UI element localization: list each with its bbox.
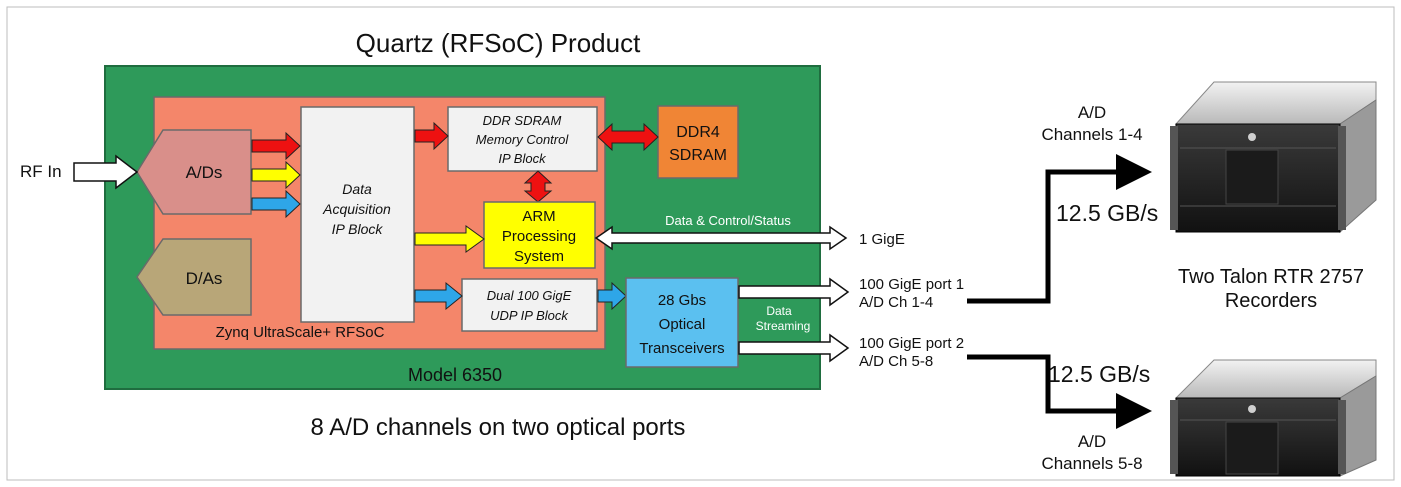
port1-line-2: A/D Ch 1-4 [859, 294, 933, 311]
rf-in-arrow [73, 154, 139, 190]
optical-line-1: 28 Gbs [658, 292, 706, 309]
ddr-control-line-2: Memory Control [476, 132, 570, 147]
recorders-line-1: Two Talon RTR 2757 [1178, 266, 1364, 288]
optical-transceivers [625, 277, 739, 368]
adc-blue-arrow [251, 189, 301, 219]
udp-to-optical-arrow [597, 281, 627, 311]
port2-line-1: 100 GigE port 2 [859, 335, 964, 352]
daq-to-udp-arrow [414, 281, 463, 311]
data-acquisition-line-2: Acquisition [322, 201, 391, 217]
ddr-control-line-1: DDR SDRAM [483, 113, 562, 128]
udp-ip-block [461, 278, 598, 332]
ddr-control-line-3: IP Block [498, 151, 547, 166]
port1-arrow [738, 277, 850, 307]
data-streaming-line-2: Streaming [756, 319, 811, 333]
outer-frame [6, 6, 1395, 481]
udp-line-2: UDP IP Block [490, 308, 569, 323]
soc-label: Zynq UltraScale+ RFSoC [216, 324, 385, 341]
arm-line-2: Processing [502, 228, 576, 245]
arm-gige-arrow [594, 225, 848, 251]
link-to-recorder-1 [967, 169, 1118, 304]
adc-yellow-arrow [251, 160, 301, 190]
ad-top-line-1: A/D [1078, 103, 1106, 122]
link-to-recorder-2-head [1116, 393, 1152, 429]
arm-line-1: ARM [522, 208, 555, 225]
dac-block [136, 238, 252, 316]
rate-top: 12.5 GB/s [1056, 200, 1158, 226]
optical-line-2: Optical [659, 316, 706, 333]
link-to-recorder-1-head [1116, 154, 1152, 190]
ddr4-line-1: DDR4 [676, 124, 720, 141]
product-title: Quartz (RFSoC) Product [356, 28, 641, 58]
adc-block [136, 129, 252, 215]
adc-red-arrow [251, 131, 301, 161]
rf-in-label: RF In [20, 162, 62, 181]
recorder-2-image [1170, 359, 1377, 477]
arm-processing-system [483, 201, 596, 269]
recorders-line-2: Recorders [1225, 290, 1317, 312]
port2-arrow [738, 333, 850, 363]
daq-to-ddr-arrow [414, 121, 449, 151]
gige-label: 1 GigE [859, 231, 905, 248]
dac-label: D/As [186, 269, 223, 288]
data-acquisition-block [300, 106, 415, 323]
adc-label: A/Ds [186, 163, 223, 182]
ddr-memory-control-block [447, 106, 598, 172]
udp-line-1: Dual 100 GigE [487, 288, 572, 303]
port1-line-1: 100 GigE port 1 [859, 276, 964, 293]
board-label: Model 6350 [408, 365, 502, 385]
port2-line-2: A/D Ch 5-8 [859, 353, 933, 370]
link-to-recorder-2 [967, 354, 1118, 414]
ad-top-line-2: Channels 1-4 [1041, 125, 1142, 144]
ad-bottom-line-2: Channels 5-8 [1041, 454, 1142, 473]
recorder-1-image [1170, 81, 1377, 234]
subtitle: 8 A/D channels on two optical ports [311, 414, 686, 441]
data-acquisition-line-1: Data [342, 181, 372, 197]
ddr-ddr4-arrow [597, 122, 659, 152]
data-control-label: Data & Control/Status [665, 213, 791, 228]
optical-line-3: Transceivers [639, 340, 724, 357]
arm-line-3: System [514, 248, 564, 265]
ad-bottom-line-1: A/D [1078, 432, 1106, 451]
ddr4-line-2: SDRAM [669, 147, 727, 164]
data-streaming-line-1: Data [766, 304, 792, 318]
data-acquisition-line-3: IP Block [332, 221, 384, 237]
ddr4-sdram-block [657, 105, 739, 179]
daq-to-arm-arrow [414, 225, 485, 253]
rate-bottom: 12.5 GB/s [1048, 361, 1150, 387]
